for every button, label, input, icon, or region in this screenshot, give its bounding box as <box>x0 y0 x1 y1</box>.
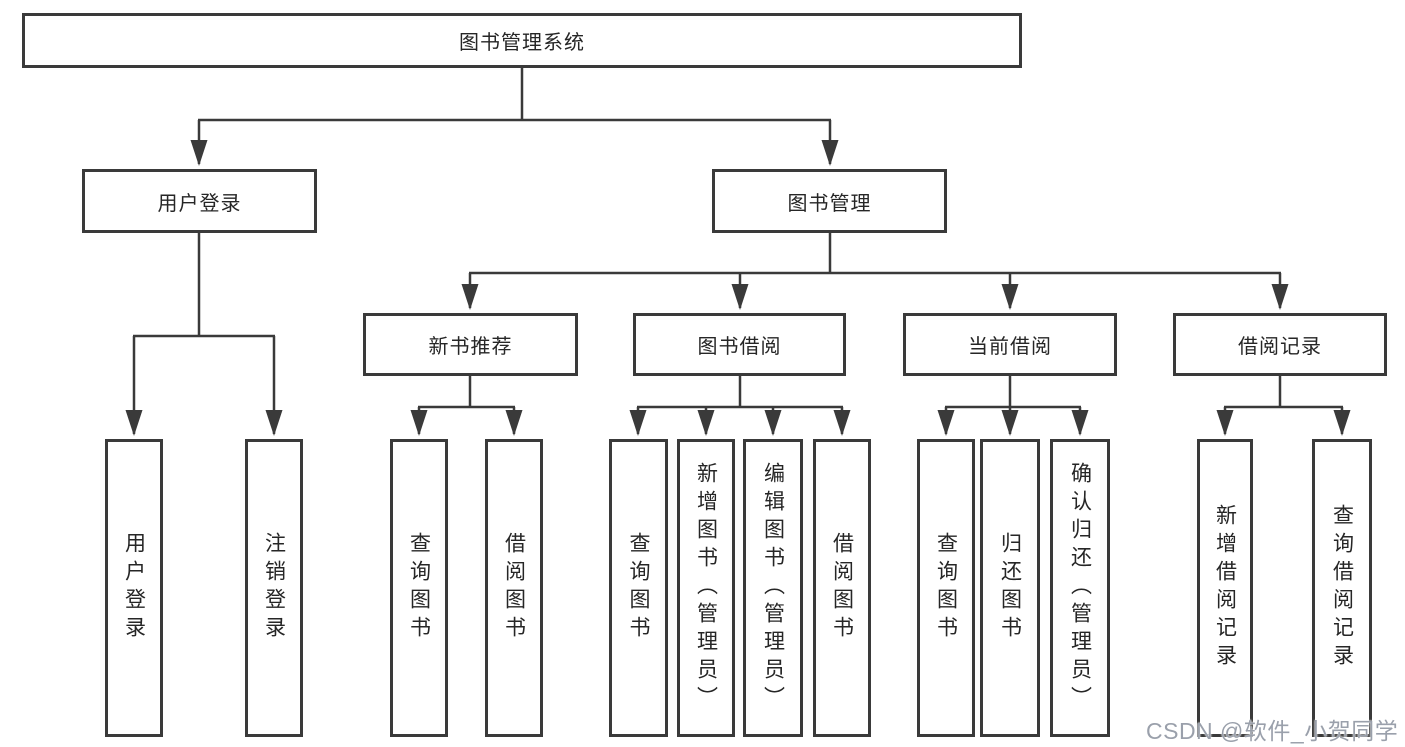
leaf-br-query-record: 查询借阅记录 <box>1312 439 1372 737</box>
leaf-cb-query-book: 查询图书 <box>917 439 975 737</box>
leaf-user-login-label: 用户登录 <box>122 532 146 644</box>
node-book-borrow: 图书借阅 <box>633 313 846 376</box>
leaf-br-add-record-label: 新增借阅记录 <box>1213 504 1237 672</box>
leaf-user-login: 用户登录 <box>105 439 163 737</box>
csdn-watermark: CSDN @软件_小贺同学 <box>1146 718 1399 744</box>
leaf-nbr-borrow-book-label: 借阅图书 <box>502 532 526 644</box>
leaf-cb-return-book: 归还图书 <box>980 439 1040 737</box>
leaf-bb-edit-book-admin-label: 编辑图书（管理员） <box>761 462 785 714</box>
node-new-book-recommend: 新书推荐 <box>363 313 578 376</box>
leaf-cb-confirm-return-admin-label: 确认归还（管理员） <box>1068 462 1092 714</box>
node-borrow-records: 借阅记录 <box>1173 313 1387 376</box>
leaf-nbr-query-book: 查询图书 <box>390 439 448 737</box>
node-user-login: 用户登录 <box>82 169 317 233</box>
leaf-bb-edit-book-admin: 编辑图书（管理员） <box>743 439 803 737</box>
leaf-bb-borrow-book: 借阅图书 <box>813 439 871 737</box>
leaf-br-add-record: 新增借阅记录 <box>1197 439 1253 737</box>
leaf-logout: 注销登录 <box>245 439 303 737</box>
node-root: 图书管理系统 <box>22 13 1022 68</box>
node-book-management: 图书管理 <box>712 169 947 233</box>
leaf-bb-add-book-admin: 新增图书（管理员） <box>677 439 735 737</box>
leaf-bb-query-book-label: 查询图书 <box>627 532 651 644</box>
leaf-bb-add-book-admin-label: 新增图书（管理员） <box>694 462 718 714</box>
leaf-cb-query-book-label: 查询图书 <box>934 532 958 644</box>
leaf-nbr-borrow-book: 借阅图书 <box>485 439 543 737</box>
leaf-logout-label: 注销登录 <box>262 532 286 644</box>
leaf-bb-borrow-book-label: 借阅图书 <box>830 532 854 644</box>
leaf-cb-confirm-return-admin: 确认归还（管理员） <box>1050 439 1110 737</box>
node-current-borrow: 当前借阅 <box>903 313 1117 376</box>
leaf-bb-query-book: 查询图书 <box>609 439 668 737</box>
leaf-cb-return-book-label: 归还图书 <box>998 532 1022 644</box>
leaf-nbr-query-book-label: 查询图书 <box>407 532 431 644</box>
leaf-br-query-record-label: 查询借阅记录 <box>1330 504 1354 672</box>
